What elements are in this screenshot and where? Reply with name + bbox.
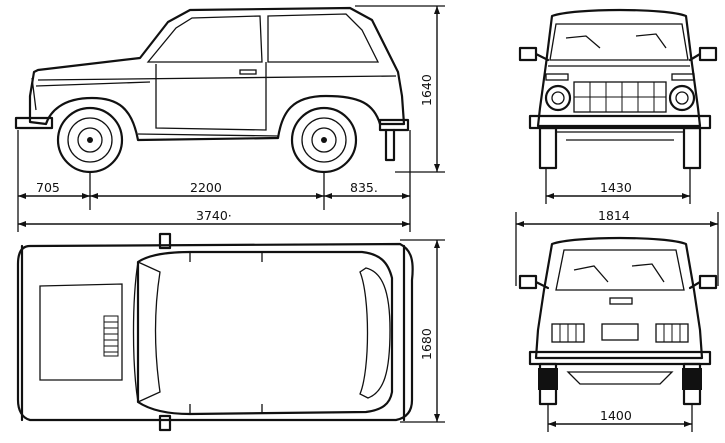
front-left-headlight-icon [544, 84, 572, 112]
dim-front-overhang-label: 705 [36, 180, 60, 195]
dim-front-track-label: 1430 [600, 180, 632, 195]
dim-overall-width-label: 1814 [598, 208, 630, 223]
rear-left-taillight-icon [551, 323, 585, 343]
side-dimensions [17, 5, 445, 232]
dim-top-view-width-label: 1680 [419, 328, 434, 360]
front-view [518, 8, 718, 170]
dim-height-label: 1640 [419, 74, 434, 106]
hood-vent-icon [103, 315, 119, 357]
dim-rear-overhang-label: 835. [350, 180, 378, 195]
top-view [16, 232, 414, 432]
dim-wheelbase-label: 2200 [190, 180, 222, 195]
rear-dimensions [515, 212, 719, 432]
top-dimensions [400, 239, 445, 423]
rear-right-taillight-icon [655, 323, 689, 343]
dim-rear-track-label: 1400 [600, 408, 632, 423]
front-dimensions [545, 168, 691, 204]
side-rear-wheel [290, 106, 358, 174]
side-front-wheel [56, 106, 124, 174]
dim-overall-length-label: 3740· [196, 208, 232, 223]
front-right-headlight-icon [668, 84, 696, 112]
side-view [14, 6, 410, 174]
rear-view [518, 236, 718, 406]
